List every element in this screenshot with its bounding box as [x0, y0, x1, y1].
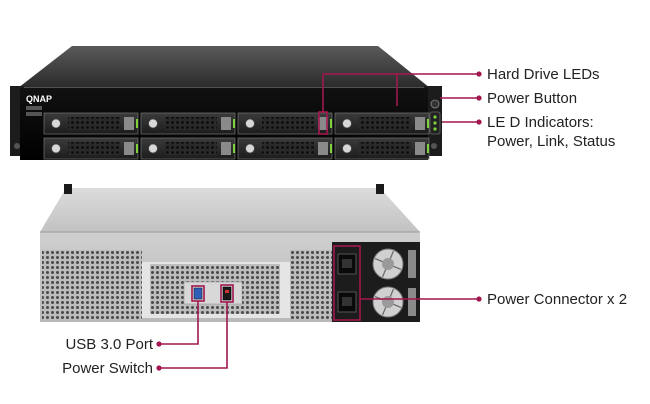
drive-bay	[43, 137, 139, 160]
drive-led	[427, 144, 429, 153]
drive-bay	[140, 137, 236, 160]
power-supply	[337, 248, 416, 280]
vent-grille-left	[42, 250, 142, 320]
label-power-connector: Power Connector x 2	[487, 291, 628, 308]
front-unit: QNAP	[10, 46, 442, 160]
drive-bay	[334, 112, 430, 135]
label-led-indicators-line2: Power, Link, Status	[487, 133, 616, 150]
drive-led	[136, 119, 138, 128]
callout-dots	[156, 71, 482, 371]
label-led-indicators: LE D Indicators: Power, Link, Status	[487, 113, 615, 151]
label-power-button: Power Button	[487, 90, 578, 107]
label-led-indicators-line1: LE D Indicators:	[487, 114, 594, 131]
rear-unit-lid	[40, 188, 420, 232]
label-power-switch: Power Switch	[62, 360, 153, 377]
drive-bay	[237, 137, 333, 160]
drive-led	[330, 119, 332, 128]
drive-bay	[237, 112, 333, 135]
rear-unit	[40, 184, 420, 322]
label-usb-port: USB 3.0 Port	[65, 336, 153, 353]
front-unit-lid	[18, 46, 430, 88]
drive-led	[427, 119, 429, 128]
qnap-logo: QNAP	[26, 94, 52, 104]
callout-lines	[160, 73, 478, 369]
usb-port	[193, 287, 203, 300]
drive-led	[330, 144, 332, 153]
callout-line-drive-leds	[322, 73, 398, 112]
drive-bay	[334, 137, 430, 160]
callout-line-power-switch	[160, 302, 228, 369]
drive-bay	[43, 112, 139, 135]
power-supplies	[337, 248, 416, 318]
callout-line-usb	[160, 301, 199, 345]
callout-box-power-connector	[333, 245, 361, 321]
power-switch	[222, 286, 232, 301]
power-button	[430, 99, 440, 109]
drive-led	[136, 144, 138, 153]
drive-led	[233, 119, 235, 128]
vent-grille-right	[290, 250, 332, 320]
label-hard-drive-leds: Hard Drive LEDs	[487, 66, 600, 83]
drive-bay	[140, 112, 236, 135]
drive-led	[233, 144, 235, 153]
drive-bays	[43, 112, 430, 160]
